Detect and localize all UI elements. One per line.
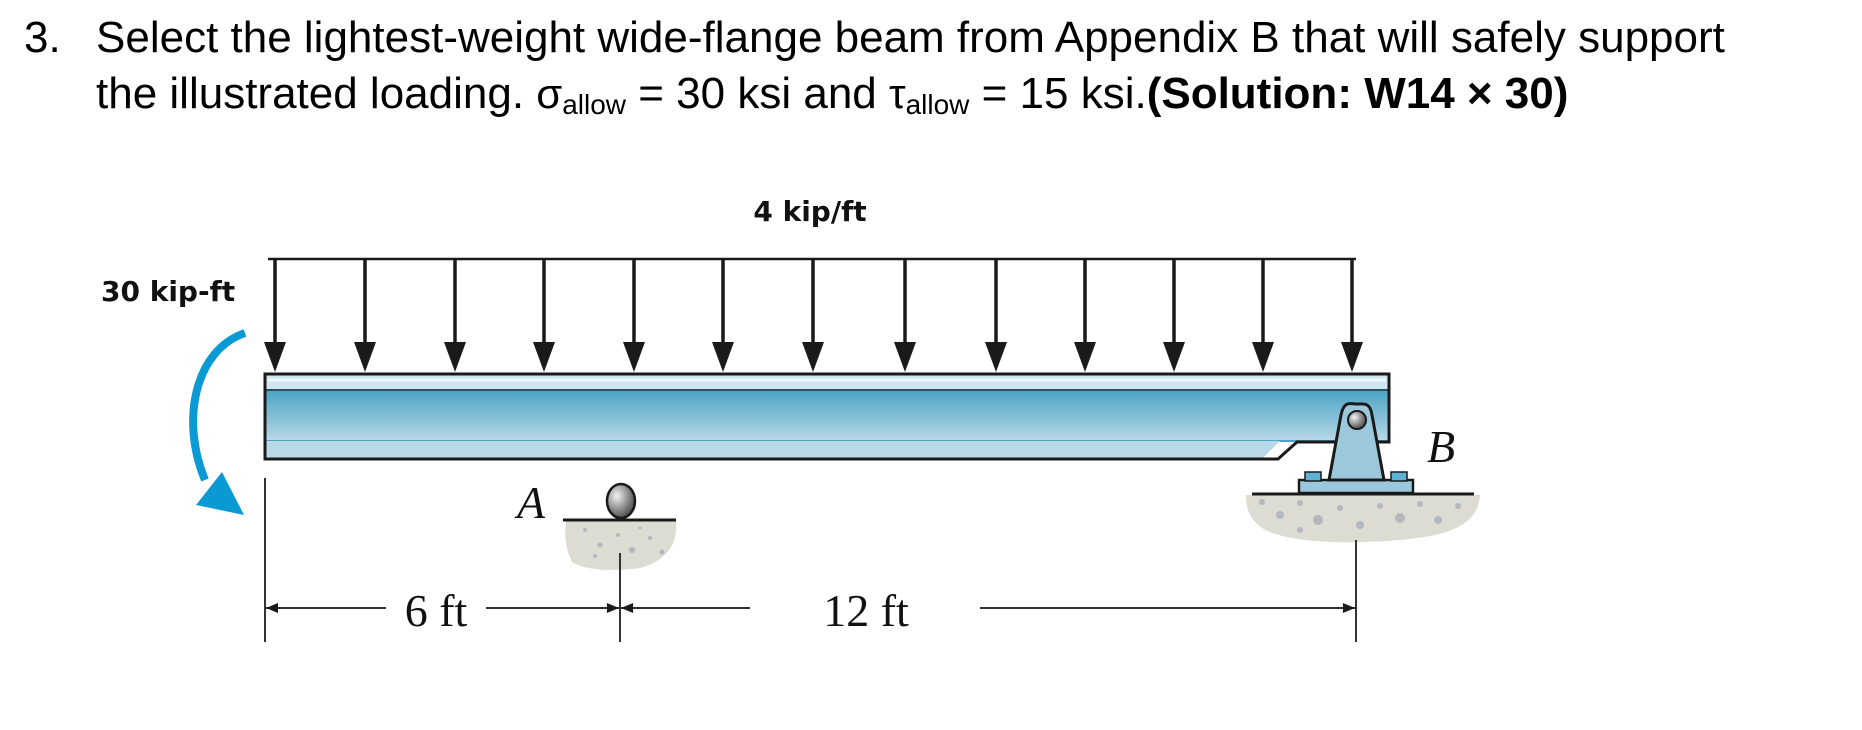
load-arrow-icon (985, 259, 1007, 372)
distributed-load-label: 4 kip/ft (753, 195, 866, 228)
distributed-load: 4 kip/ft (264, 195, 1363, 372)
tau-subscript: allow (905, 89, 970, 120)
load-arrow-icon (712, 259, 734, 372)
support-b-pin: B (1246, 402, 1480, 543)
load-arrow-icon (623, 259, 645, 372)
load-arrows (264, 259, 1363, 372)
dimension-lines (264, 478, 1357, 642)
problem-text-line2: the illustrated loading. σallow = 30 ksi… (96, 66, 1854, 127)
problem-statement: 3. Select the lightest-weight wide-flang… (24, 10, 1854, 127)
load-arrow-icon (1341, 259, 1363, 372)
moment-label: 30 kip-ft (101, 275, 235, 308)
support-a-roller: A (514, 477, 677, 570)
support-b-label: B (1427, 421, 1455, 472)
load-arrow-icon (533, 259, 555, 372)
load-arrow-icon (444, 259, 466, 372)
bolt-icon (1390, 471, 1408, 482)
dimension-right-label: 12 ft (823, 585, 909, 636)
tau-symbol: τ (888, 70, 906, 117)
load-arrow-icon (1074, 259, 1096, 372)
curved-arrow-icon (196, 472, 244, 515)
load-arrow-icon (802, 259, 824, 372)
support-a-label: A (514, 477, 546, 528)
ground-speckles (583, 526, 665, 558)
load-arrow-icon (1252, 259, 1274, 372)
ground-speckles (1259, 499, 1461, 533)
load-arrow-icon (894, 259, 916, 372)
load-arrow-icon (264, 259, 286, 372)
solution-text: (Solution: W14 × 30) (1146, 69, 1569, 118)
sigma-subscript: allow (562, 89, 627, 120)
load-arrow-icon (354, 259, 376, 372)
bolt-icon (1304, 471, 1322, 482)
load-arrow-icon (1163, 259, 1185, 372)
pin-icon (1347, 410, 1367, 430)
tau-value: = 15 ksi. (969, 69, 1147, 118)
problem-text-line1: Select the lightest-weight wide-flange b… (96, 13, 1725, 62)
moment-load: 30 kip-ft (101, 275, 247, 515)
dimension-left-label: 6 ft (405, 585, 468, 636)
sigma-symbol: σ (536, 70, 563, 117)
problem-text-prefix: the illustrated loading. (96, 69, 525, 118)
roller-ball-icon (605, 482, 637, 520)
wide-flange-beam (263, 372, 1391, 461)
sigma-value: = 30 ksi and (626, 69, 889, 118)
problem-number: 3. (24, 13, 61, 62)
